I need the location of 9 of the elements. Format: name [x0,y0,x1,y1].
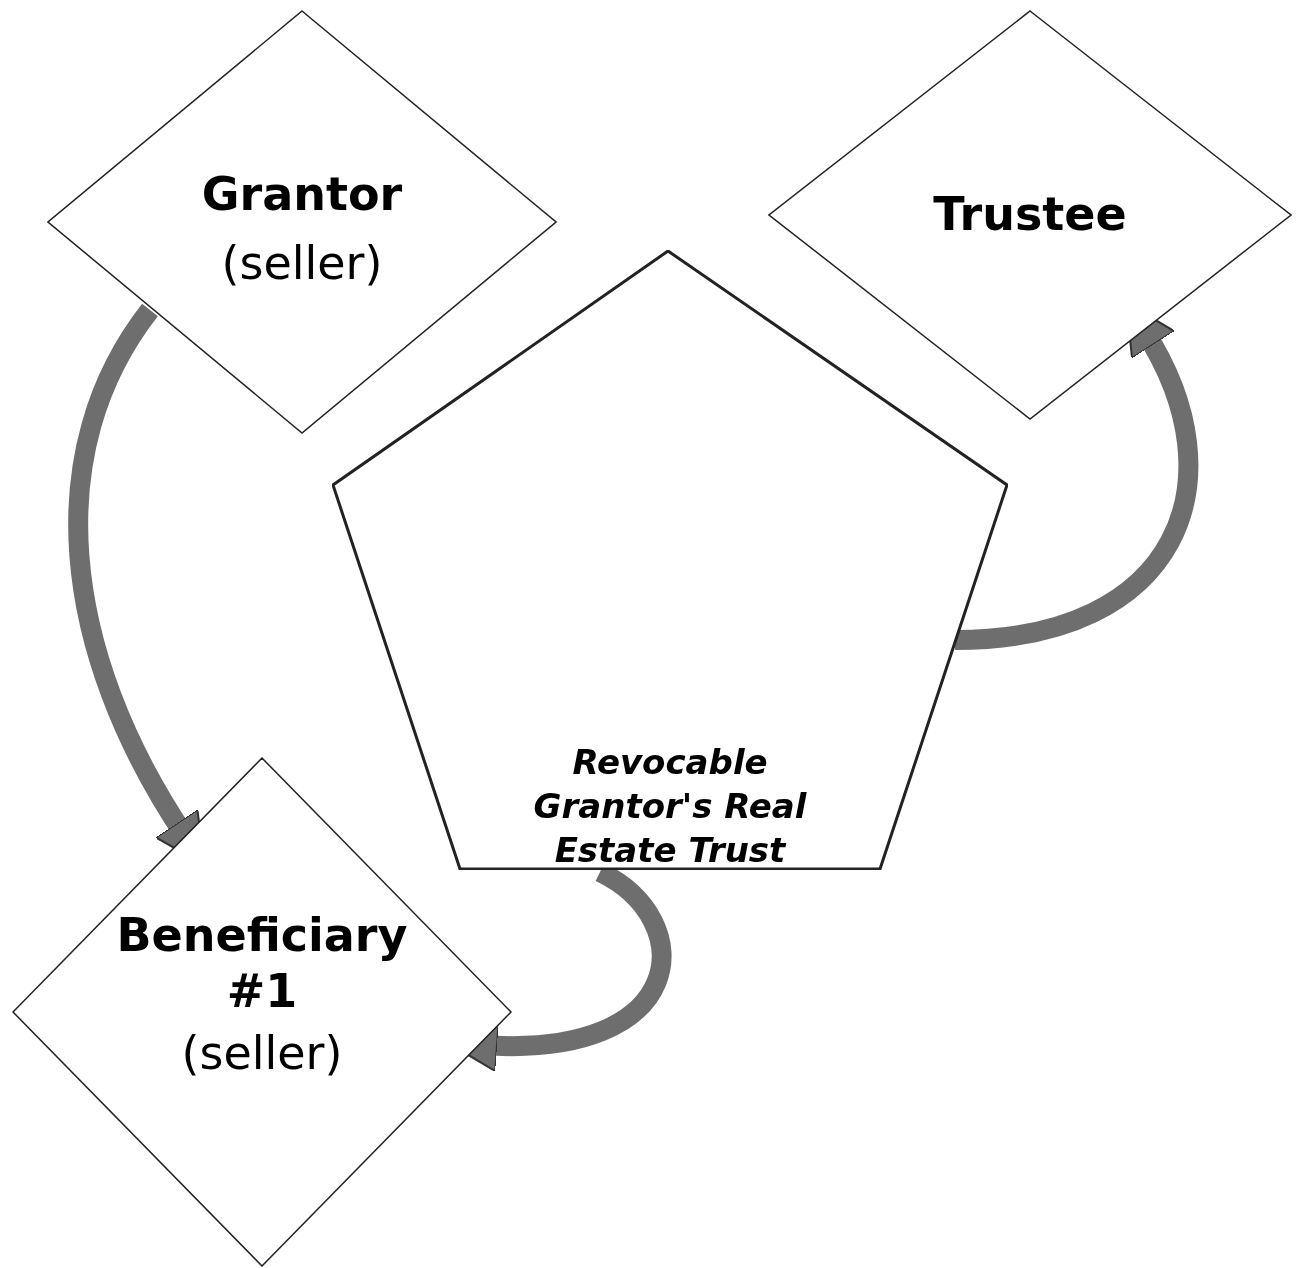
diamond-shape [47,10,557,434]
node-title: Beneficiary #1 [116,907,408,1019]
node-subtitle: (seller) [221,235,383,292]
node-subtitle: (seller) [181,1025,343,1082]
node-title: Revocable Grantor's Real Estate Trust [532,741,808,872]
diamond-shape [768,10,1292,420]
node-title: Trustee [933,186,1127,243]
diamond-shape [12,757,512,1267]
node-title: Grantor [201,166,403,223]
